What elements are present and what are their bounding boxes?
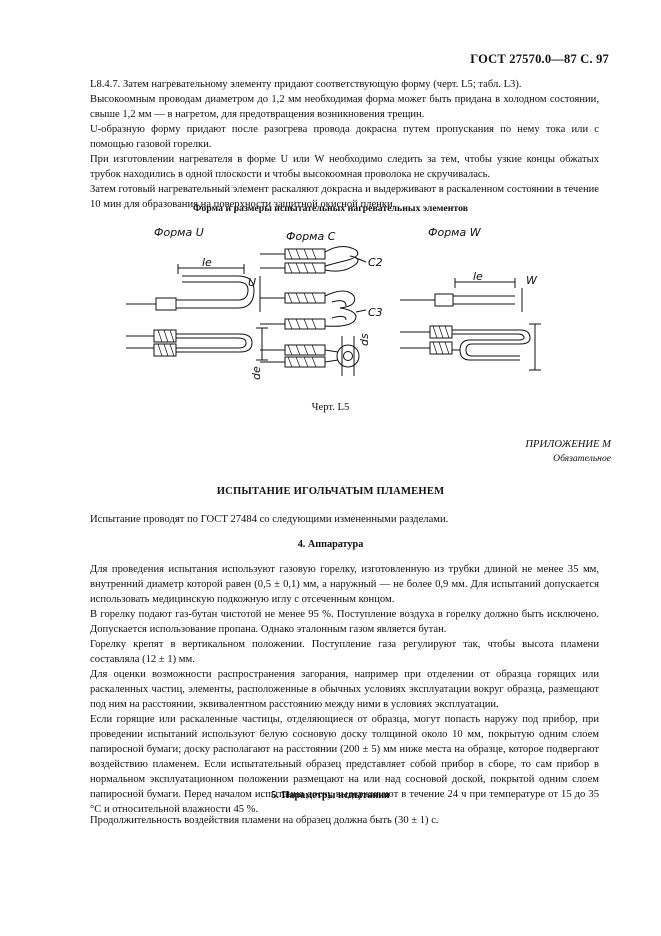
w-dim-label: W [526, 274, 538, 287]
c2-label: C2 [368, 256, 383, 269]
ds-label: ds [358, 333, 371, 346]
appendix-title: ПРИЛОЖЕНИЕ М [525, 439, 611, 450]
c3-label: C3 [368, 306, 383, 319]
u-le-label: le [202, 256, 212, 269]
u-front-loop [176, 333, 253, 353]
c-ring-tube-bottom [284, 356, 326, 368]
u-tube-bottom [153, 343, 177, 357]
paragraph: При изготовлении нагревателя в форме U и… [90, 154, 599, 180]
w-tube-bottom [429, 341, 453, 355]
paragraph: Если горящие или раскаленные частицы, от… [90, 714, 599, 815]
intro-paragraph: Испытание проводят по ГОСТ 27484 со след… [90, 514, 449, 525]
paragraph: Для проведения испытания используют газо… [90, 564, 599, 605]
paragraph: L8.4.7. Затем нагревательному элементу п… [90, 79, 522, 90]
u-loop-outer2 [176, 275, 255, 309]
c-ring-inner [343, 351, 353, 361]
figure-caption: Черт. L5 [311, 402, 350, 413]
w-le-label: le [473, 270, 483, 283]
de-label: de [250, 366, 263, 380]
section4-heading: 4. Аппаратура [297, 539, 364, 550]
u-tube-top [153, 329, 177, 343]
c2-tube-bottom [284, 262, 326, 274]
paragraph: Горелку крепят в вертикальном положении.… [90, 639, 599, 665]
section5-heading: 5. Параметры испытания [271, 790, 390, 801]
paragraph: U-образную форму придают после разогрева… [90, 124, 599, 150]
c3-tube-top [284, 292, 326, 304]
figure-title: Форма и размеры испытательных нагревател… [192, 203, 469, 214]
section4-text: Для проведения испытания используют газо… [90, 562, 599, 817]
form-w-label: Форма W [428, 226, 482, 239]
section-title: ИСПЫТАНИЕ ИГОЛЬЧАТЫМ ПЛАМЕНЕМ [216, 486, 445, 497]
section5-paragraph: Продолжительность воздействия пламени на… [90, 815, 439, 826]
c2-tube-top [284, 248, 326, 260]
w-tube-top [429, 325, 453, 339]
w-loop [452, 329, 531, 357]
c3-tube-bottom [284, 318, 326, 330]
top-text-block: L8.4.7. Затем нагревательному элементу п… [90, 77, 599, 212]
paragraph: Для оценки возможности распространения з… [90, 669, 599, 710]
paragraph: Высокоомным проводам диаметром до 1,2 мм… [90, 94, 599, 120]
appendix-status: Обязательное [553, 453, 611, 464]
form-u-label: Форма U [154, 226, 204, 239]
c-ring-tube-top [284, 344, 326, 356]
c-ring-outer [336, 344, 360, 368]
w-tube [434, 293, 454, 307]
appendix-block: ПРИЛОЖЕНИЕ М Обязательное [525, 438, 611, 466]
paragraph: Затем готовый нагревательный элемент рас… [90, 184, 599, 210]
paragraph: В горелку подают газ-бутан чистотой не м… [90, 609, 599, 635]
c2-coil [324, 246, 359, 267]
u-dim-label: U [248, 276, 256, 289]
page-header: ГОСТ 27570.0—87 С. 97 [470, 52, 609, 66]
form-c-label: Форма C [286, 230, 336, 243]
c3-coil [324, 290, 357, 327]
u-loop-outer [176, 281, 249, 301]
u-tube [155, 297, 177, 311]
heating-elements-figure: Форма U Форма C Форма W le U le W C2 C3 … [126, 226, 541, 380]
